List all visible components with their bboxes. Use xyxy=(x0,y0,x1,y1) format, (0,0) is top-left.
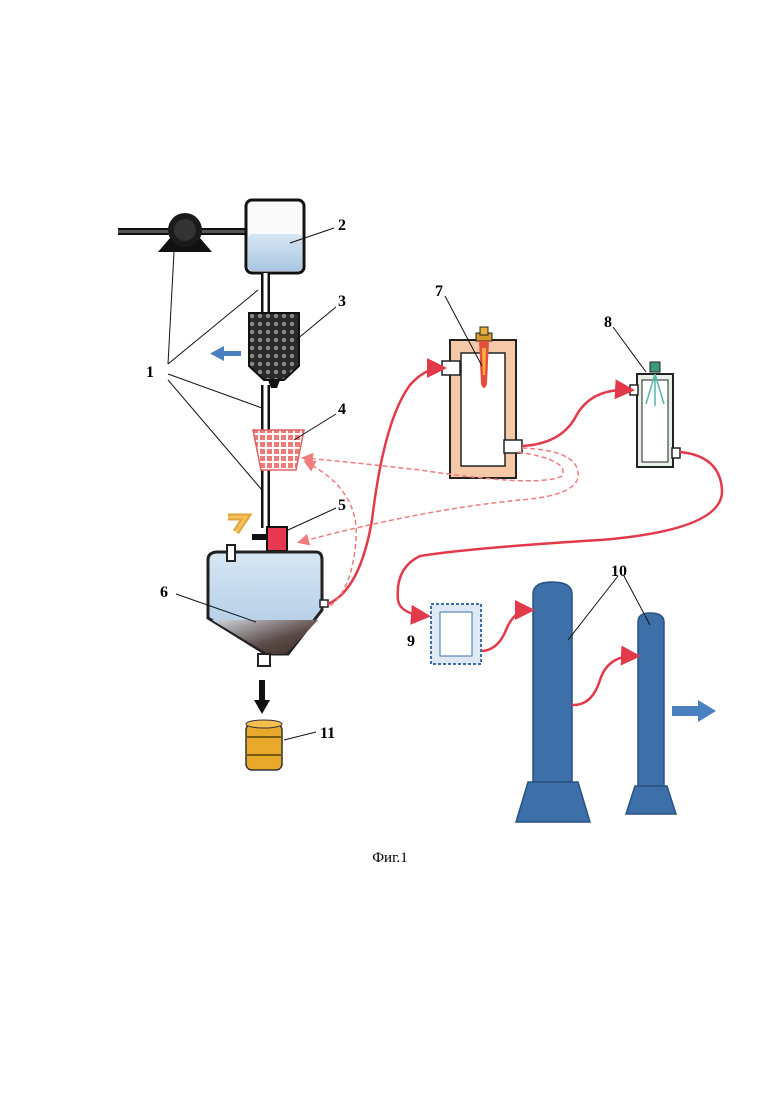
packed-column xyxy=(249,313,299,388)
short-stack xyxy=(626,613,676,814)
label-11: 11 xyxy=(320,725,335,742)
label-2: 2 xyxy=(338,217,346,234)
leader-lines xyxy=(168,228,650,740)
figure-caption: Фиг.1 xyxy=(372,850,408,866)
label-4: 4 xyxy=(338,401,346,418)
label-8: 8 xyxy=(604,314,612,331)
label-10: 10 xyxy=(611,563,627,580)
label-9: 9 xyxy=(407,633,415,650)
combustion-chamber xyxy=(630,362,680,467)
label-1: 1 xyxy=(146,364,154,381)
vertical-pipe xyxy=(261,273,270,528)
exhaust-arrow xyxy=(672,700,716,722)
blue-outlet-arrow xyxy=(210,346,241,361)
heat-exchanger-box xyxy=(431,604,481,664)
label-5: 5 xyxy=(338,497,346,514)
label-6: 6 xyxy=(160,584,168,601)
return-flow-lines xyxy=(300,448,578,606)
discharge-arrow xyxy=(254,680,270,714)
settling-reactor xyxy=(208,545,328,666)
product-drum xyxy=(246,720,282,770)
label-7: 7 xyxy=(435,283,443,300)
mesh-filter xyxy=(253,430,304,470)
burner-arrow-icon xyxy=(228,517,246,532)
label-3: 3 xyxy=(338,293,346,310)
furnace xyxy=(442,327,522,478)
tall-stack xyxy=(516,582,590,822)
storage-tank xyxy=(246,200,304,273)
